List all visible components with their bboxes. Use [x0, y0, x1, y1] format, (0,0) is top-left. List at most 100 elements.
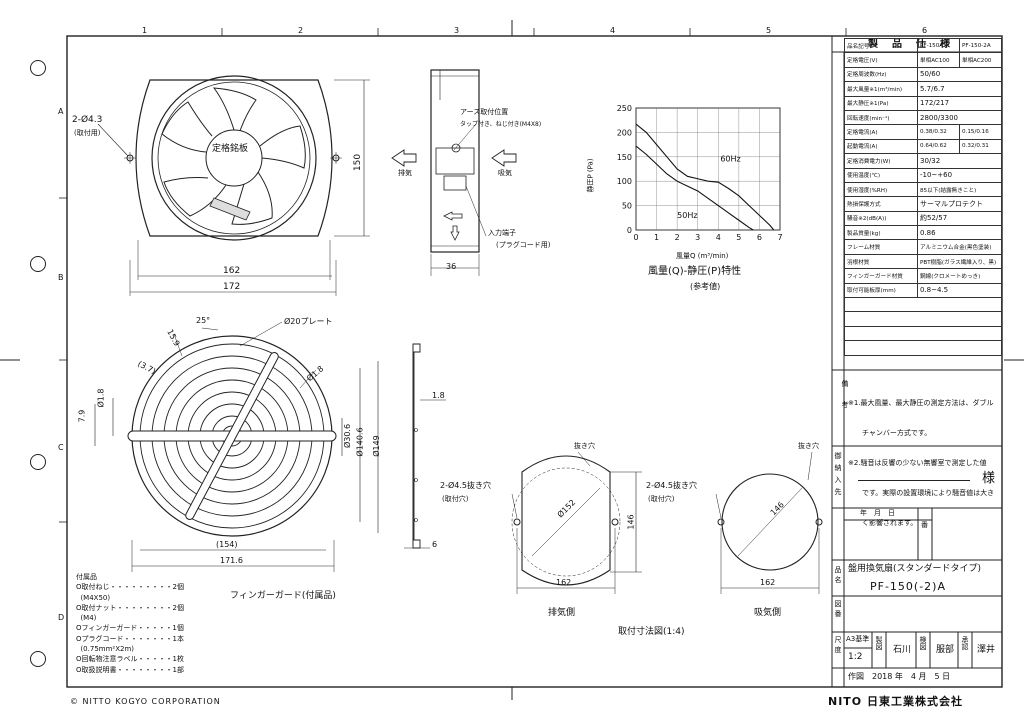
dim-height: 150 — [353, 153, 364, 172]
spec-key: 回転速度(min⁻¹) — [844, 109, 918, 126]
terminal-note: (プラグコード用) — [496, 241, 551, 249]
checked-label: 検図 — [919, 636, 927, 650]
front-view — [97, 75, 370, 296]
accessory-item: O取付ナット・・・・・・・・2個 — [76, 603, 184, 612]
chart-x-tick: 3 — [695, 233, 700, 242]
figure-number-label: 図番 — [834, 600, 842, 620]
spec-value: PBT樹脂(ガラス繊維入り、黒) — [917, 253, 1002, 270]
exhaust-holes-label: 2-Ø4.5抜き穴 — [440, 481, 491, 490]
exhaust-knockout-label: 抜き穴 — [574, 442, 595, 450]
spec-row-empty — [844, 325, 1002, 342]
scale-value: 1:2 — [848, 652, 863, 662]
spec-key: 品名記号 — [844, 37, 918, 54]
guard-dim-154: (154) — [216, 540, 238, 549]
col-label-2: 2 — [298, 26, 304, 35]
exhaust-width: 162 — [556, 578, 572, 587]
scale-label: 尺度 — [834, 636, 842, 656]
spec-key: 定格周波数(Hz) — [844, 66, 918, 83]
spec-key: 取付可能板厚(mm) — [844, 282, 918, 299]
note-line: チャンバー方式です。 — [848, 429, 932, 437]
dim-width-outer: 172 — [223, 282, 241, 292]
fan-frame-outline — [135, 79, 333, 237]
finger-guard-front — [94, 321, 379, 572]
approved-label: 承認 — [961, 636, 969, 650]
mount-hole-note: (取付用) — [74, 129, 101, 137]
binder-hole — [30, 60, 46, 76]
spec-key: 使用温度(℃) — [844, 167, 918, 183]
dim-depth: 36 — [446, 262, 457, 271]
model-number: PF-150(-2)A — [870, 580, 947, 593]
spec-value-b: PF-150-2A — [958, 37, 1003, 54]
note-line: ※1.最大風量、最大静圧の測定方法は、ダブル — [848, 399, 994, 407]
guard-plate-label: Ø20プレート — [284, 317, 333, 326]
product-name-label: 品名 — [834, 566, 842, 586]
binder-hole — [30, 256, 46, 272]
checked-by: 服部 — [936, 645, 955, 655]
chart-x-tick: 1 — [654, 233, 659, 242]
chart-y-tick: 250 — [617, 104, 632, 113]
spec-value: 鋼線(クロメートめっき) — [917, 268, 1002, 284]
accessory-item: (M4X50) — [76, 593, 111, 602]
exhaust-arrow-label: 排気 — [398, 169, 412, 177]
spec-value-b: 0.15/0.16 — [958, 124, 1003, 140]
cutout-intake — [715, 451, 823, 594]
spec-key: 起動電流(A) — [844, 138, 918, 155]
intake-arrow-label: 吸気 — [498, 169, 512, 177]
chart-x-tick: 6 — [757, 233, 762, 242]
accessory-item: O取付ねじ・・・・・・・・・2個 — [76, 583, 184, 592]
side-view — [391, 69, 517, 276]
date-labels: 年 月 日 — [860, 509, 895, 517]
row-label-b: B — [58, 273, 64, 282]
size-label: A3基準 — [846, 635, 870, 643]
spec-row: フィンガーガード材質鋼線(クロメートめっき) — [844, 268, 1002, 284]
guard-dim-1406: Ø140.6 — [355, 427, 365, 457]
guard-dim-149: Ø149 — [371, 435, 381, 457]
spec-row: フレーム材質アルミニウム合金(黒色塗装) — [844, 239, 1002, 255]
chart-plot-area — [635, 107, 781, 231]
company-logo-text: NITO 日東工業株式会社 — [828, 695, 963, 708]
chart-y-tick: 200 — [617, 128, 632, 137]
intake-width: 162 — [760, 578, 776, 587]
spec-row: 定格周波数(Hz)50/60 — [844, 66, 1002, 83]
guard-caption: フィンガーガード(付属品) — [230, 591, 336, 601]
guard-side-18: 1.8 — [432, 391, 445, 400]
spec-value-a: 0.38/0.32 — [917, 124, 960, 140]
guard-dim-79: 7.9 — [77, 409, 87, 423]
spec-key: 使用湿度(%RH) — [844, 181, 918, 198]
spec-value: 172/217 — [917, 95, 1002, 111]
created-date: 作図 2018 年 4 月 5 日 — [848, 672, 951, 681]
spec-value: -10~+60 — [917, 167, 1002, 183]
col-label-6: 6 — [922, 26, 928, 35]
grid-ticks — [59, 28, 847, 523]
col-label-1: 1 — [142, 26, 148, 35]
guard-side-6: 6 — [432, 540, 438, 549]
spec-key: 定格電圧(V) — [844, 52, 918, 68]
accessories-title: 付属品 — [76, 573, 97, 581]
fan-hub — [205, 129, 263, 187]
col-label-4: 4 — [610, 26, 616, 35]
number-label: 番 — [921, 521, 928, 529]
spec-value: 約52/57 — [917, 210, 1002, 227]
spec-key: 定格電流(A) — [844, 124, 918, 140]
chart-x-tick: 0 — [633, 233, 638, 242]
delivery-blank — [858, 474, 970, 481]
spec-row: 使用湿度(%RH)85以下(結露無きこと) — [844, 181, 1002, 198]
accessory-item: (M4) — [76, 614, 97, 623]
chart-series-label: 60Hz — [720, 155, 740, 164]
intake-knockout-label: 抜き穴 — [798, 442, 819, 450]
spec-key: 製品質量(kg) — [844, 225, 918, 241]
product-name: 盤用換気扇(スタンダードタイプ) — [848, 564, 982, 574]
chart-x-tick: 7 — [777, 233, 782, 242]
spec-key: 騒音※2(dB(A)) — [844, 210, 918, 227]
approved-by: 澤井 — [977, 645, 996, 655]
guard-dim-306: Ø30.6 — [343, 423, 353, 449]
chart-series-label: 50Hz — [677, 211, 697, 220]
nameplate-label: 定格銘板 — [212, 144, 249, 154]
intake-side-label: 吸気側 — [754, 608, 782, 618]
intake-holes-note: (取付穴) — [648, 495, 675, 503]
exhaust-holes-note: (取付穴) — [442, 495, 469, 503]
